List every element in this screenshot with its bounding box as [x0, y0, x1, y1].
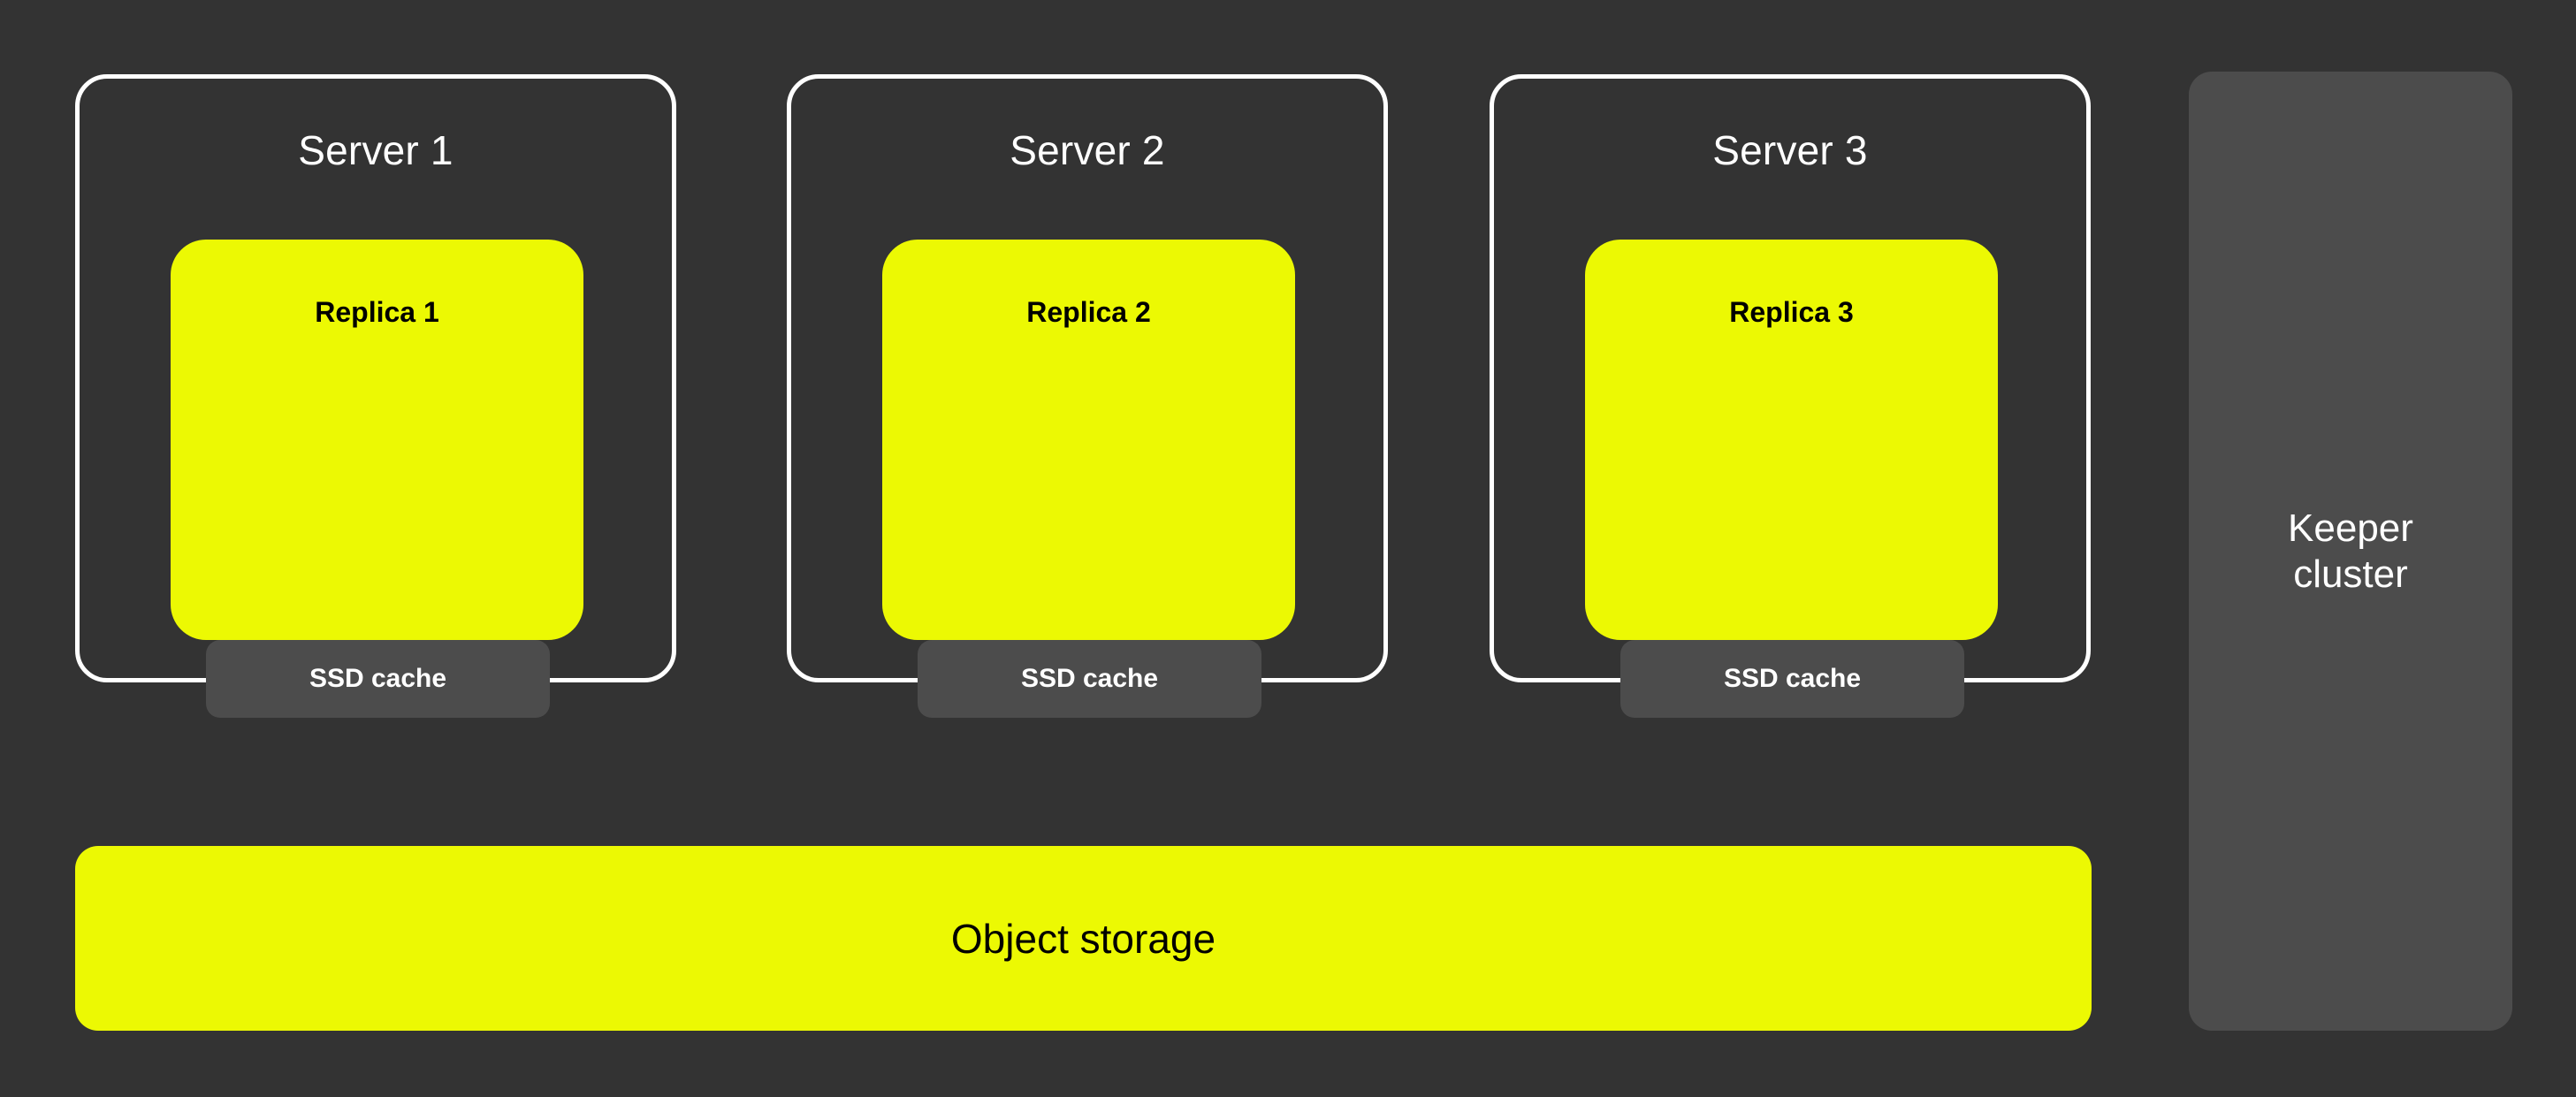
- replica-label-2: Replica 2: [1026, 296, 1151, 328]
- replica-box-1: Replica 1: [171, 240, 583, 640]
- keeper-cluster-block: Keeper cluster: [2189, 72, 2512, 1031]
- server-title-2: Server 2: [1010, 127, 1165, 173]
- keeper-cluster-label: Keeper cluster: [2288, 507, 2413, 596]
- ssd-cache-box-3: SSD cache: [1620, 640, 1964, 718]
- server-title-1: Server 1: [298, 127, 453, 173]
- object-storage-label: Object storage: [950, 915, 1216, 962]
- ssd-cache-box-1: SSD cache: [206, 640, 550, 718]
- server-title-3: Server 3: [1712, 127, 1868, 173]
- ssd-cache-label-2: SSD cache: [1020, 664, 1159, 693]
- replica-box-3: Replica 3: [1585, 240, 1998, 640]
- ssd-cache-label-3: SSD cache: [1723, 664, 1862, 693]
- object-storage-block: Object storage: [75, 846, 2092, 1031]
- ssd-cache-box-2: SSD cache: [918, 640, 1261, 718]
- replica-label-3: Replica 3: [1729, 296, 1854, 328]
- replica-box-2: Replica 2: [882, 240, 1295, 640]
- ssd-cache-label-1: SSD cache: [309, 664, 447, 693]
- replica-label-1: Replica 1: [315, 296, 439, 328]
